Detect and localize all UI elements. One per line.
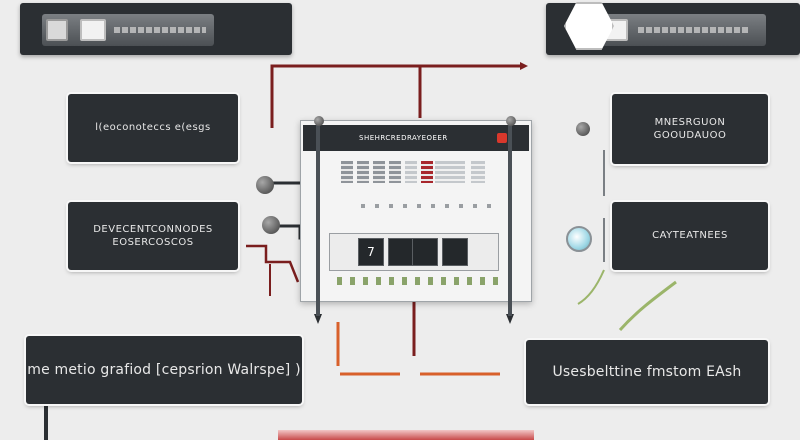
label-panel-right-top: MNESRGUON GOOUDAUOO (612, 94, 768, 164)
meter-cell (373, 161, 385, 183)
label-panel-left-top: l(eoconoteccs e(esgs (68, 94, 238, 162)
meter-cell (471, 161, 485, 183)
display-digit (442, 238, 468, 266)
connector-knob-icon (262, 216, 280, 234)
bottom-accent-strip (278, 430, 534, 440)
meter-cell (357, 161, 369, 183)
digit-display: 7 (329, 233, 499, 271)
header-inner-left (42, 14, 214, 46)
connector-knob-icon (256, 176, 274, 194)
meter-cell (389, 161, 401, 183)
meter-cell (435, 161, 465, 183)
header-inner-right (596, 14, 766, 46)
header-bar-left (20, 3, 292, 55)
device-title: SHEHRCREDRAYEOEER (359, 134, 448, 142)
device-rod-right (508, 124, 512, 316)
panel-label: Usesbelttine fmstom EAsh (552, 363, 742, 380)
display-digit (388, 238, 414, 266)
rod-cap-icon (314, 116, 324, 126)
module-icon (80, 19, 106, 41)
arrow-tip-left (314, 314, 322, 324)
display-digit: 7 (358, 238, 384, 266)
label-panel-left-bottom: me metio grafiod [cepsrion Walrspe] ) (26, 336, 302, 404)
connector-top-main (270, 64, 520, 128)
label-panel-right-bottom: Usesbelttine fmstom EAsh (526, 340, 768, 404)
label-panel-left-mid: DEVECENTCONNODES EOSERCOSCOS (68, 202, 238, 270)
display-digit (412, 238, 438, 266)
leaf-decoration-2 (618, 280, 677, 331)
arrowhead-right (520, 62, 528, 70)
rod-cap-icon (506, 116, 516, 126)
label-panel-right-mid: CAYTEATNEES (612, 202, 768, 270)
indicator-dots (361, 204, 501, 208)
button-row (337, 277, 501, 285)
status-led-icon (497, 133, 507, 143)
meter-cell (405, 161, 417, 183)
panel-label: MNESRGUON GOOUDAUOO (653, 116, 727, 142)
chip-icon (46, 19, 68, 41)
arrow-tip-right (506, 314, 514, 324)
panel-label: l(eoconoteccs e(esgs (95, 122, 211, 134)
connector-knob-icon (576, 122, 590, 136)
text-lines (114, 27, 206, 33)
panel-label: CAYTEATNEES (652, 230, 728, 242)
connector-red-branch (246, 244, 300, 283)
device-rod-left (316, 124, 320, 316)
meter-cell (341, 161, 353, 183)
control-device: SHEHRCREDRAYEOEER 7 (300, 120, 532, 302)
meter-grid (341, 161, 491, 191)
meter-cell (421, 161, 433, 183)
bulb-icon (566, 226, 592, 252)
text-lines (638, 27, 748, 33)
leaf-decoration (577, 269, 605, 305)
device-header: SHEHRCREDRAYEOEER (303, 125, 529, 151)
panel-label: DEVECENTCONNODES EOSERCOSCOS (93, 223, 213, 249)
panel-label: me metio grafiod [cepsrion Walrspe] ) (27, 361, 301, 378)
